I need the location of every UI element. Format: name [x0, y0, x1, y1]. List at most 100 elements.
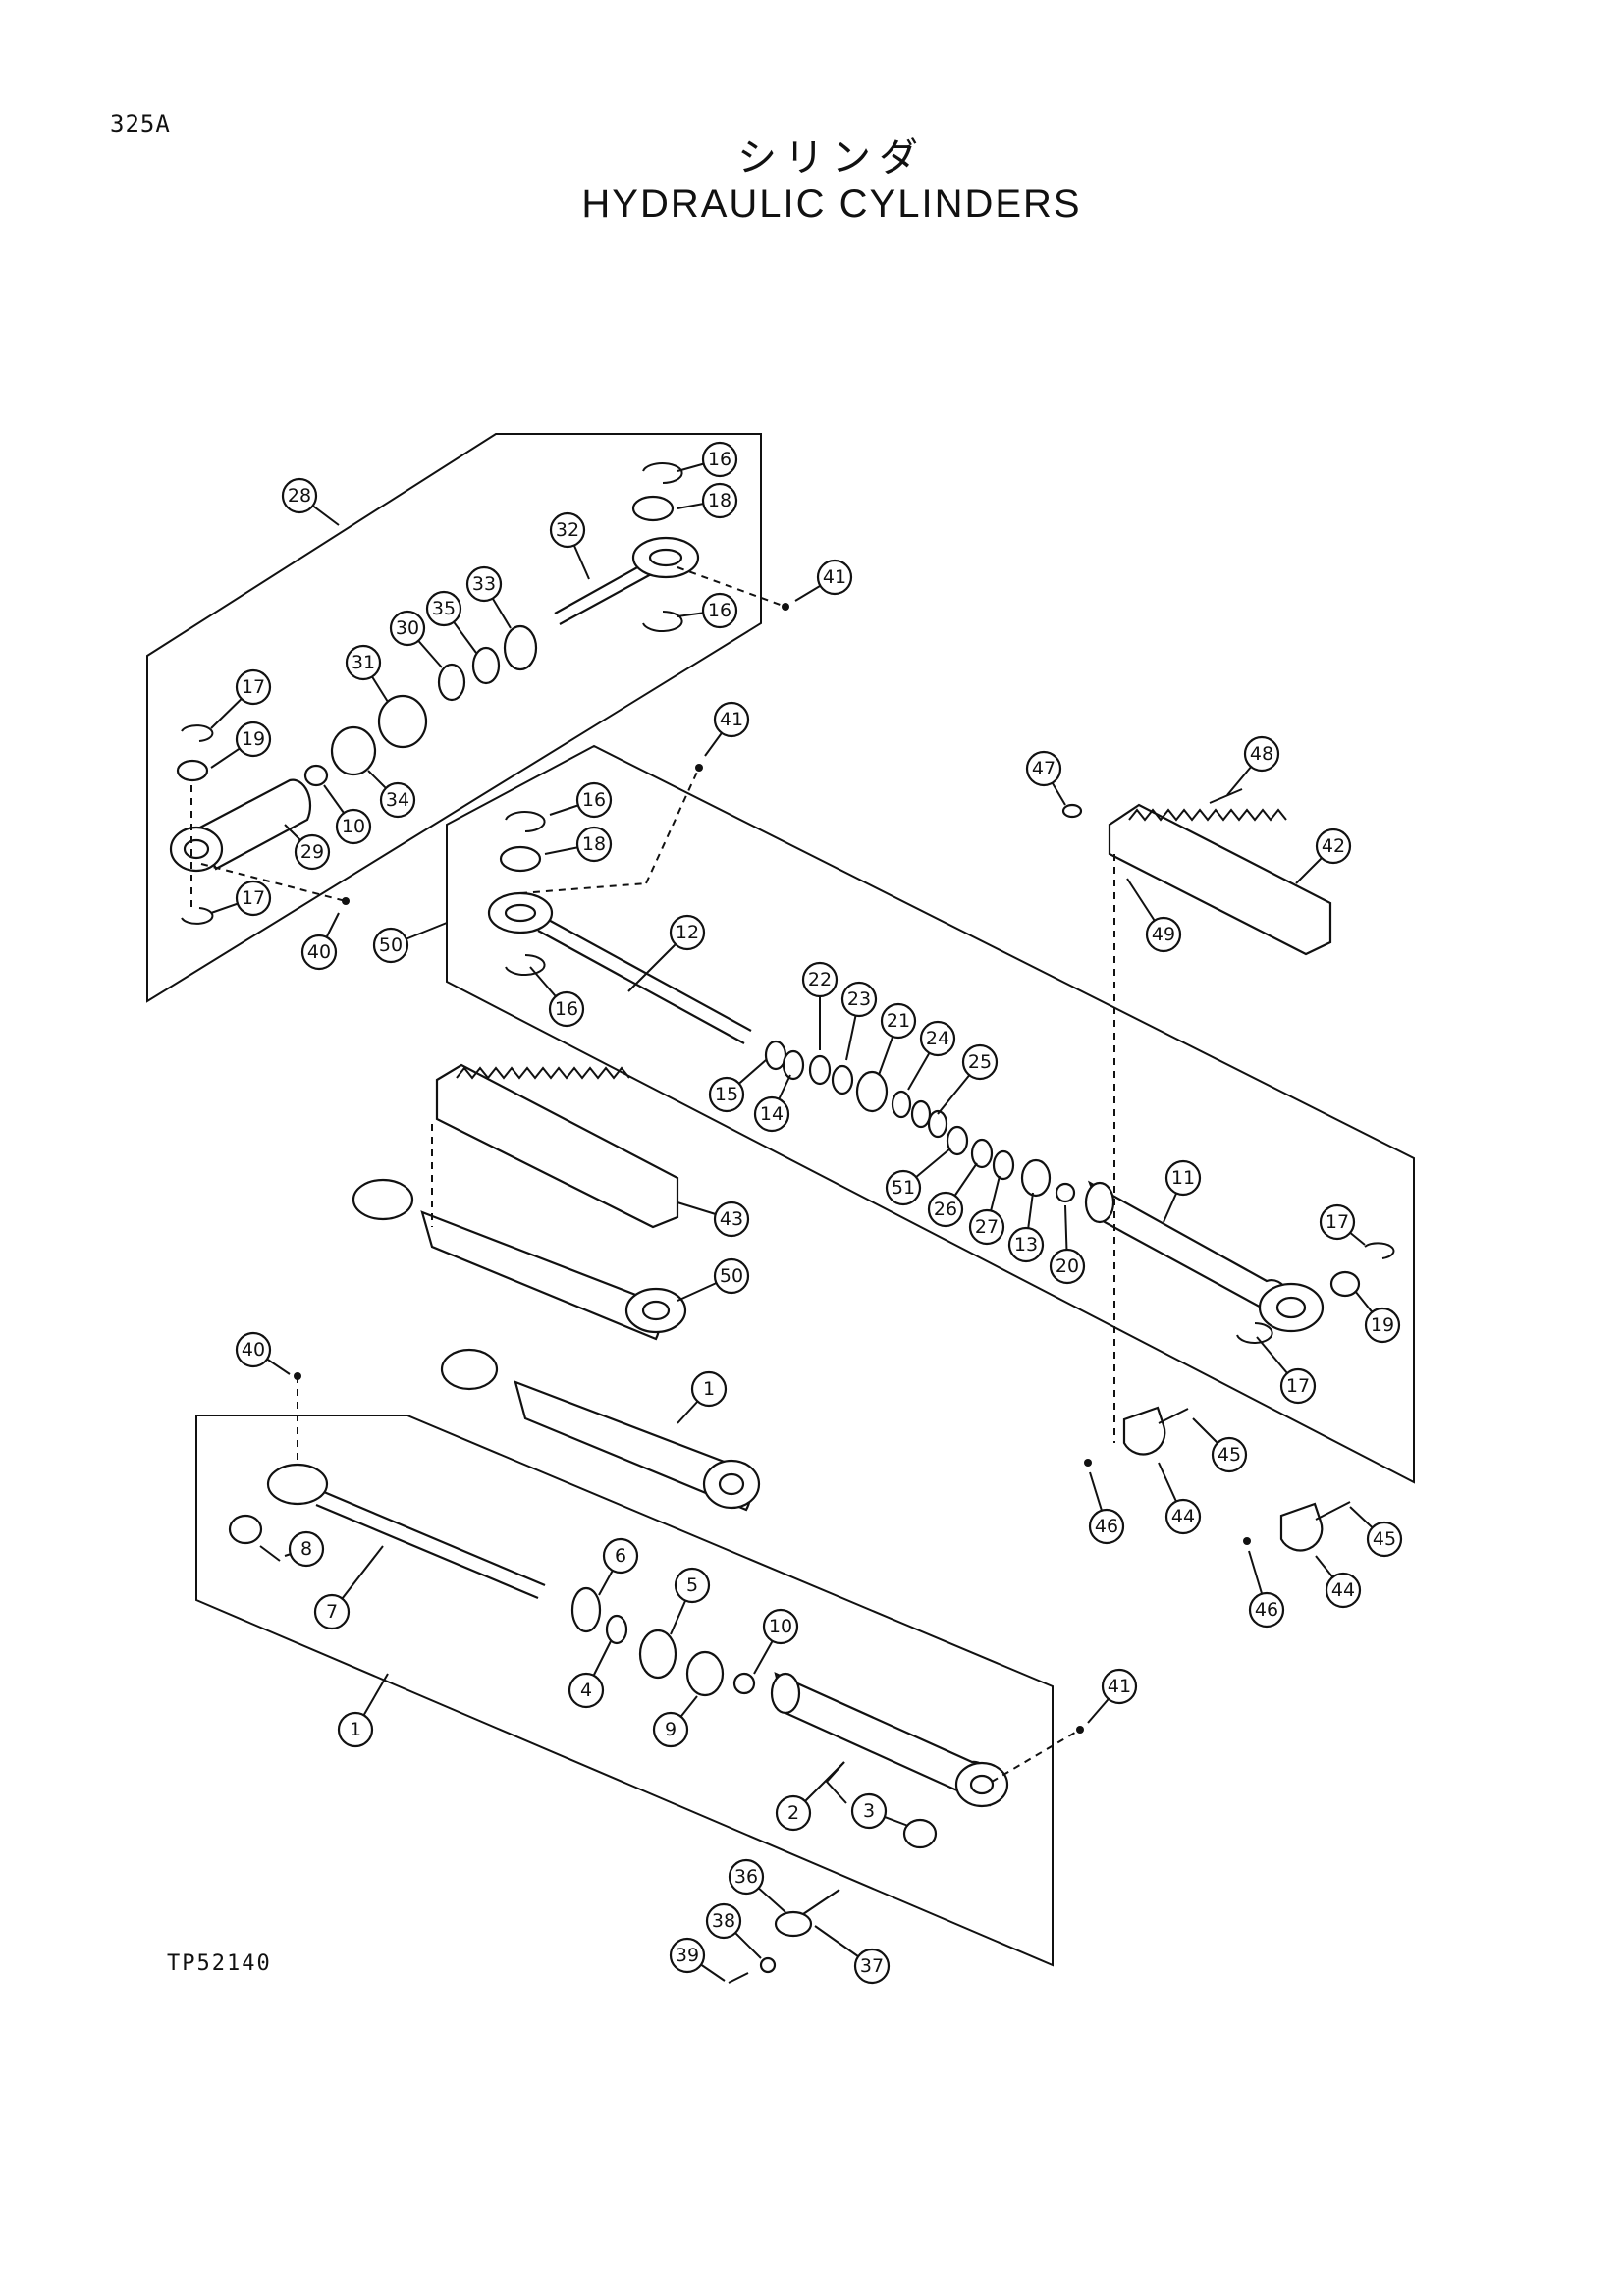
callout-c19b: 19	[1354, 1290, 1401, 1344]
callout-number: 26	[934, 1199, 957, 1220]
callout-c41b: 41	[704, 701, 750, 757]
guard-42	[1108, 803, 1332, 956]
callout-c8: 8	[284, 1530, 325, 1568]
grease-fitting-41c	[1076, 1726, 1084, 1734]
callout-number: 40	[242, 1339, 265, 1361]
callout-c3: 3	[850, 1792, 909, 1830]
callout-circle	[674, 1567, 711, 1604]
callout-circle	[705, 1902, 742, 1940]
callout-circle	[1319, 1203, 1356, 1241]
callout-circle	[880, 1002, 917, 1040]
callout-circle	[235, 880, 272, 917]
callout-c45b: 45	[1349, 1506, 1403, 1558]
ring-6	[570, 1586, 602, 1633]
callout-number: 19	[1371, 1314, 1394, 1336]
callout-circle	[281, 477, 318, 514]
callout-circle	[713, 701, 750, 738]
callout-circle	[1088, 1508, 1125, 1545]
callout-c7: 7	[313, 1545, 384, 1630]
callout-number: 37	[860, 1955, 884, 1977]
callout-c39: 39	[669, 1937, 726, 1982]
bushing-3	[902, 1818, 938, 1849]
grease-fitting-41a	[782, 603, 789, 611]
callout-number: 13	[1014, 1234, 1038, 1255]
callout-number: 12	[676, 922, 699, 943]
callout-circle	[568, 1672, 605, 1709]
callout-c4: 4	[568, 1640, 612, 1709]
callout-circle	[337, 1711, 374, 1748]
nut-20	[1055, 1182, 1076, 1203]
callout-c11: 11	[1163, 1159, 1202, 1223]
callout-circle	[372, 927, 409, 964]
callout-number: 16	[708, 449, 731, 470]
callout-c50a: 50	[372, 922, 448, 964]
nut-10b	[732, 1672, 756, 1695]
callout-number: 10	[769, 1616, 792, 1637]
callout-c21: 21	[878, 1002, 917, 1076]
snap-ring-17b	[181, 907, 214, 925]
callout-c44b: 44	[1315, 1555, 1362, 1609]
bolt-39	[728, 1972, 749, 1984]
callout-circle	[1211, 1436, 1248, 1473]
callout-number: 29	[300, 841, 324, 863]
callout-c30: 30	[389, 610, 443, 668]
callout-number: 5	[686, 1575, 698, 1596]
snap-ring-16c	[505, 811, 546, 832]
callout-circle	[1164, 1498, 1202, 1535]
callout-circle	[1101, 1668, 1138, 1705]
callout-c18b: 18	[544, 826, 613, 863]
callout-c50b: 50	[677, 1257, 750, 1302]
callout-number: 11	[1171, 1167, 1195, 1189]
leader-41b	[519, 882, 647, 894]
callout-c10a: 10	[323, 784, 372, 845]
bushing-19b	[1329, 1270, 1361, 1298]
callout-number: 1	[350, 1719, 361, 1740]
callout-number: 34	[386, 789, 409, 811]
callout-c45a: 45	[1192, 1417, 1248, 1473]
callout-circle	[1279, 1367, 1317, 1405]
callout-number: 39	[676, 1945, 699, 1966]
rod-12	[487, 891, 752, 1044]
callout-c48: 48	[1226, 735, 1280, 796]
bolt-47	[1061, 803, 1083, 819]
ring-35	[471, 646, 501, 685]
bolt-48	[1209, 788, 1243, 804]
callout-number: 43	[720, 1208, 743, 1230]
callout-number: 42	[1322, 835, 1345, 857]
callout-number: 51	[892, 1177, 915, 1199]
ring-25b	[927, 1109, 948, 1139]
callout-number: 17	[242, 887, 265, 909]
kit-outline-28	[146, 433, 762, 1003]
callout-number: 23	[847, 988, 871, 1010]
callout-c47: 47	[1025, 750, 1066, 806]
callout-circle	[1325, 1572, 1362, 1609]
callout-circle	[753, 1095, 790, 1133]
callout-circle	[1315, 828, 1352, 865]
callout-circle	[885, 1169, 922, 1206]
drawing-number: TP52140	[167, 1951, 272, 1976]
callout-circle	[652, 1711, 689, 1748]
callout-c16b: 16	[677, 592, 738, 629]
callout-number: 46	[1095, 1516, 1118, 1537]
callout-circle	[775, 1794, 812, 1832]
ring-25a	[910, 1099, 932, 1129]
ring-23	[831, 1064, 854, 1095]
grease-fitting-40b	[294, 1372, 301, 1380]
callout-circle	[850, 1792, 888, 1830]
callout-circle	[801, 961, 839, 998]
callout-circle	[853, 1948, 891, 1985]
callout-c44a: 44	[1158, 1462, 1202, 1535]
callout-c2: 2	[775, 1761, 845, 1832]
callout-c34: 34	[367, 770, 416, 819]
callout-c13: 13	[1007, 1192, 1045, 1263]
gland-13	[1020, 1158, 1052, 1198]
callout-number: 6	[615, 1545, 626, 1567]
callout-c9: 9	[652, 1695, 698, 1748]
callout-c22: 22	[801, 961, 839, 1050]
callout-number: 4	[580, 1680, 592, 1701]
callout-number: 41	[823, 566, 846, 588]
callout-number: 17	[1286, 1375, 1310, 1397]
callout-number: 31	[352, 652, 375, 673]
callout-c27: 27	[968, 1175, 1005, 1246]
snap-ring-17c	[1364, 1242, 1395, 1259]
